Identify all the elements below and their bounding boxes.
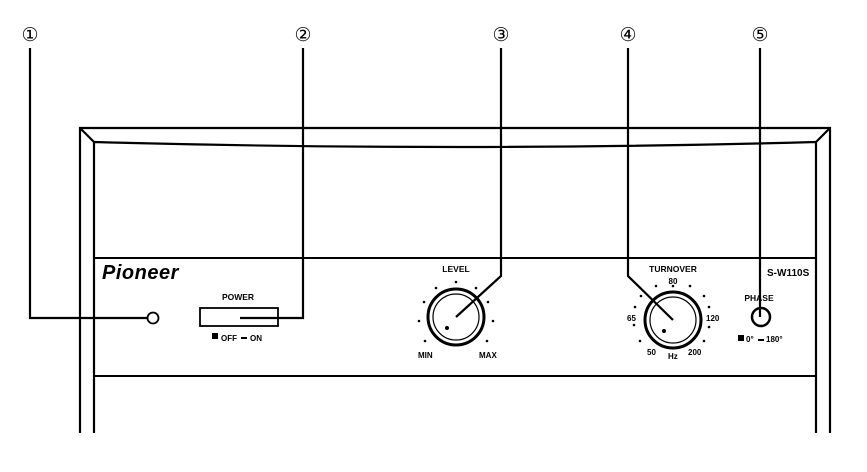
level-control[interactable]: LEVEL MIN MAX [417, 264, 498, 360]
brand-logo: Pioneer [102, 262, 180, 284]
phase-180-icon [758, 339, 764, 341]
power-off-label: OFF [221, 334, 237, 343]
cabinet-outline [78, 126, 832, 433]
off-state-icon [212, 333, 218, 339]
callout-1: ① [21, 24, 38, 46]
leader-1 [28, 48, 147, 320]
turnover-mark-120: 120 [706, 314, 720, 323]
level-min-label: MIN [418, 351, 433, 360]
phase-0-label: 0° [746, 335, 754, 344]
turnover-scale-dots [632, 284, 711, 343]
leader-3 [455, 48, 503, 318]
level-knob-inner [432, 293, 480, 341]
turnover-mark-65: 65 [627, 314, 636, 323]
turnover-knob-pointer [662, 329, 666, 333]
turnover-mark-50: 50 [647, 348, 656, 357]
turnover-knob-inner [649, 296, 697, 344]
turnover-control[interactable]: TURNOVER 80 65 120 50 Hz 200 [627, 264, 720, 361]
power-on-label: ON [250, 334, 262, 343]
power-label: POWER [222, 292, 254, 302]
callout-leaders [28, 48, 762, 321]
model-name: S-W110S [767, 268, 810, 279]
leader-4 [626, 48, 674, 321]
callout-numbers: ① ② ③ ④ ⑤ [21, 24, 768, 46]
callout-4: ④ [619, 24, 636, 46]
on-state-icon [241, 337, 247, 339]
level-scale-dots [417, 280, 495, 343]
turnover-label: TURNOVER [649, 264, 697, 274]
level-knob-pointer [445, 326, 449, 330]
level-max-label: MAX [479, 351, 497, 360]
control-panel [94, 257, 816, 377]
power-indicator-led [146, 311, 160, 325]
turnover-mark-200: 200 [688, 348, 702, 357]
level-label: LEVEL [442, 264, 469, 274]
callout-2: ② [294, 24, 311, 46]
turnover-mark-80: 80 [669, 277, 678, 286]
callout-5: ⑤ [751, 24, 768, 46]
callout-3: ③ [492, 24, 509, 46]
turnover-unit: Hz [668, 352, 678, 361]
phase-180-label: 180° [766, 335, 783, 344]
phase-0-icon [738, 335, 744, 341]
leader-2 [240, 48, 305, 320]
